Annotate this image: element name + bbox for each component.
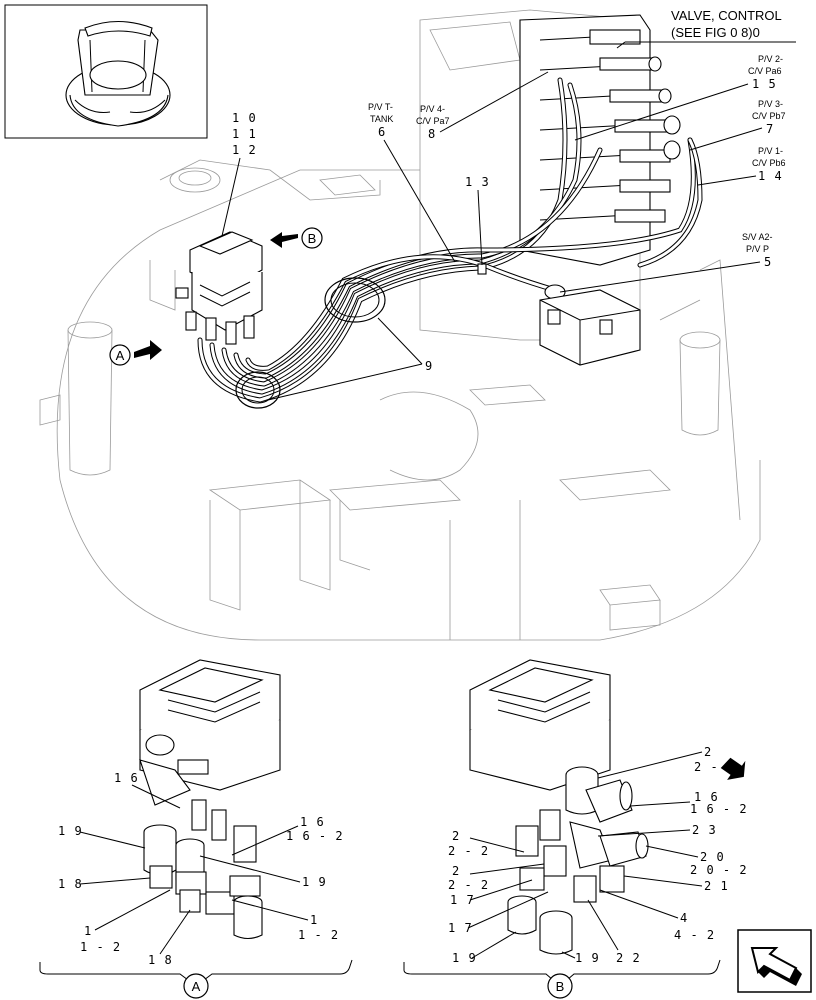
svg-text:4: 4 xyxy=(680,911,688,925)
svg-text:P/V 4-: P/V 4- xyxy=(420,104,445,114)
svg-text:1 9: 1 9 xyxy=(58,824,83,838)
svg-text:1 9: 1 9 xyxy=(452,951,477,965)
view-b-letter: B xyxy=(308,231,317,246)
svg-text:1 7: 1 7 xyxy=(450,893,475,907)
detail-a-letter: A xyxy=(192,979,201,994)
detail-b-drawing xyxy=(469,659,649,955)
view-a-letter: A xyxy=(116,348,125,363)
detail-a-labels: 1 6 1 6 1 6 - 2 1 9 1 9 1 8 1 8 1 1 - 2 … xyxy=(58,771,344,967)
detail-a-bracket: A xyxy=(39,959,353,999)
svg-text:1 6 - 2: 1 6 - 2 xyxy=(690,802,748,816)
svg-text:1 6: 1 6 xyxy=(114,771,139,785)
svg-text:1 7: 1 7 xyxy=(448,921,473,935)
detail-b-bracket: B xyxy=(403,959,721,999)
svg-text:1 8: 1 8 xyxy=(148,953,173,967)
svg-text:4 - 2: 4 - 2 xyxy=(674,928,715,942)
svg-text:1 1: 1 1 xyxy=(232,127,257,141)
svg-text:1 - 2: 1 - 2 xyxy=(298,928,339,942)
svg-text:1 4: 1 4 xyxy=(758,169,783,183)
pilot-valve xyxy=(175,231,263,345)
detail-b-labels: 2 2 - 2 1 6 1 6 - 2 2 3 2 2 - 2 2 0 2 0 … xyxy=(448,745,748,965)
svg-text:1 3: 1 3 xyxy=(465,175,490,189)
svg-text:2 3: 2 3 xyxy=(692,823,717,837)
callout-pv2: P/V 2- C/V Pa6 1 5 xyxy=(574,54,783,141)
svg-text:C/V Pb6: C/V Pb6 xyxy=(752,158,786,168)
svg-text:1 8: 1 8 xyxy=(58,877,83,891)
callout-sva2: S/V A2- P/V P 5 xyxy=(559,232,773,293)
svg-text:1 6 - 2: 1 6 - 2 xyxy=(286,829,344,843)
title-line-1: VALVE, CONTROL xyxy=(671,8,782,23)
svg-text:2 2: 2 2 xyxy=(616,951,641,965)
svg-text:2: 2 xyxy=(452,829,460,843)
machine-thumbnail xyxy=(4,4,208,139)
view-arrow-b: B xyxy=(270,227,323,249)
svg-text:6: 6 xyxy=(378,125,386,139)
svg-text:1: 1 xyxy=(310,913,318,927)
hose-bundle xyxy=(197,77,703,409)
svg-text:1 6: 1 6 xyxy=(300,815,325,829)
svg-text:P/V 1-: P/V 1- xyxy=(758,146,783,156)
svg-text:2 1: 2 1 xyxy=(704,879,729,893)
svg-text:1 0: 1 0 xyxy=(232,111,257,125)
svg-text:2 0: 2 0 xyxy=(700,850,725,864)
svg-text:S/V A2-: S/V A2- xyxy=(742,232,773,242)
svg-text:P/V T-: P/V T- xyxy=(368,102,393,112)
control-valve xyxy=(519,14,679,266)
callout-pv4: P/V 4- C/V Pa7 8 xyxy=(416,71,549,141)
svg-text:P/V 2-: P/V 2- xyxy=(758,54,783,64)
svg-text:8: 8 xyxy=(428,127,436,141)
svg-text:2 - 2: 2 - 2 xyxy=(694,760,735,774)
svg-text:1 - 2: 1 - 2 xyxy=(80,940,121,954)
svg-text:1 6: 1 6 xyxy=(694,790,719,804)
svg-text:1 9: 1 9 xyxy=(302,875,327,889)
svg-text:2: 2 xyxy=(704,745,712,759)
svg-text:2: 2 xyxy=(452,864,460,878)
direction-arrow-icon xyxy=(720,757,746,780)
svg-text:TANK: TANK xyxy=(370,114,393,124)
svg-text:C/V Pa6: C/V Pa6 xyxy=(748,66,782,76)
svg-text:C/V Pa7: C/V Pa7 xyxy=(416,116,450,126)
svg-text:1 2: 1 2 xyxy=(232,143,257,157)
svg-text:C/V Pb7: C/V Pb7 xyxy=(752,111,786,121)
callout-pv3: P/V 3- C/V Pb7 7 xyxy=(689,99,786,151)
callout-10-11-12: 1 0 1 1 1 2 xyxy=(221,111,257,237)
svg-text:7: 7 xyxy=(766,122,774,136)
svg-text:2 - 2: 2 - 2 xyxy=(448,878,489,892)
svg-text:1: 1 xyxy=(84,924,92,938)
svg-text:P/V P: P/V P xyxy=(746,244,769,254)
svg-text:P/V 3-: P/V 3- xyxy=(758,99,783,109)
callout-pv1: P/V 1- C/V Pb6 1 4 xyxy=(697,146,786,186)
title-line-2: (SEE FIG 0 8)0 xyxy=(671,25,760,40)
view-arrow-a: A xyxy=(109,340,162,366)
svg-text:9: 9 xyxy=(425,359,433,373)
detail-a-drawing xyxy=(139,659,281,940)
detail-b-letter: B xyxy=(556,979,565,994)
callout-9: 9 xyxy=(267,317,433,401)
svg-text:2 - 2: 2 - 2 xyxy=(448,844,489,858)
solenoid-valve-block xyxy=(539,289,641,366)
svg-text:1 5: 1 5 xyxy=(752,77,777,91)
callout-pvt: P/V T- TANK 6 xyxy=(368,102,456,263)
svg-text:5: 5 xyxy=(764,255,772,269)
svg-text:1 9: 1 9 xyxy=(575,951,600,965)
svg-text:2 0 - 2: 2 0 - 2 xyxy=(690,863,748,877)
callout-13: 1 3 xyxy=(465,175,490,266)
back-navigation-icon[interactable] xyxy=(737,929,812,993)
